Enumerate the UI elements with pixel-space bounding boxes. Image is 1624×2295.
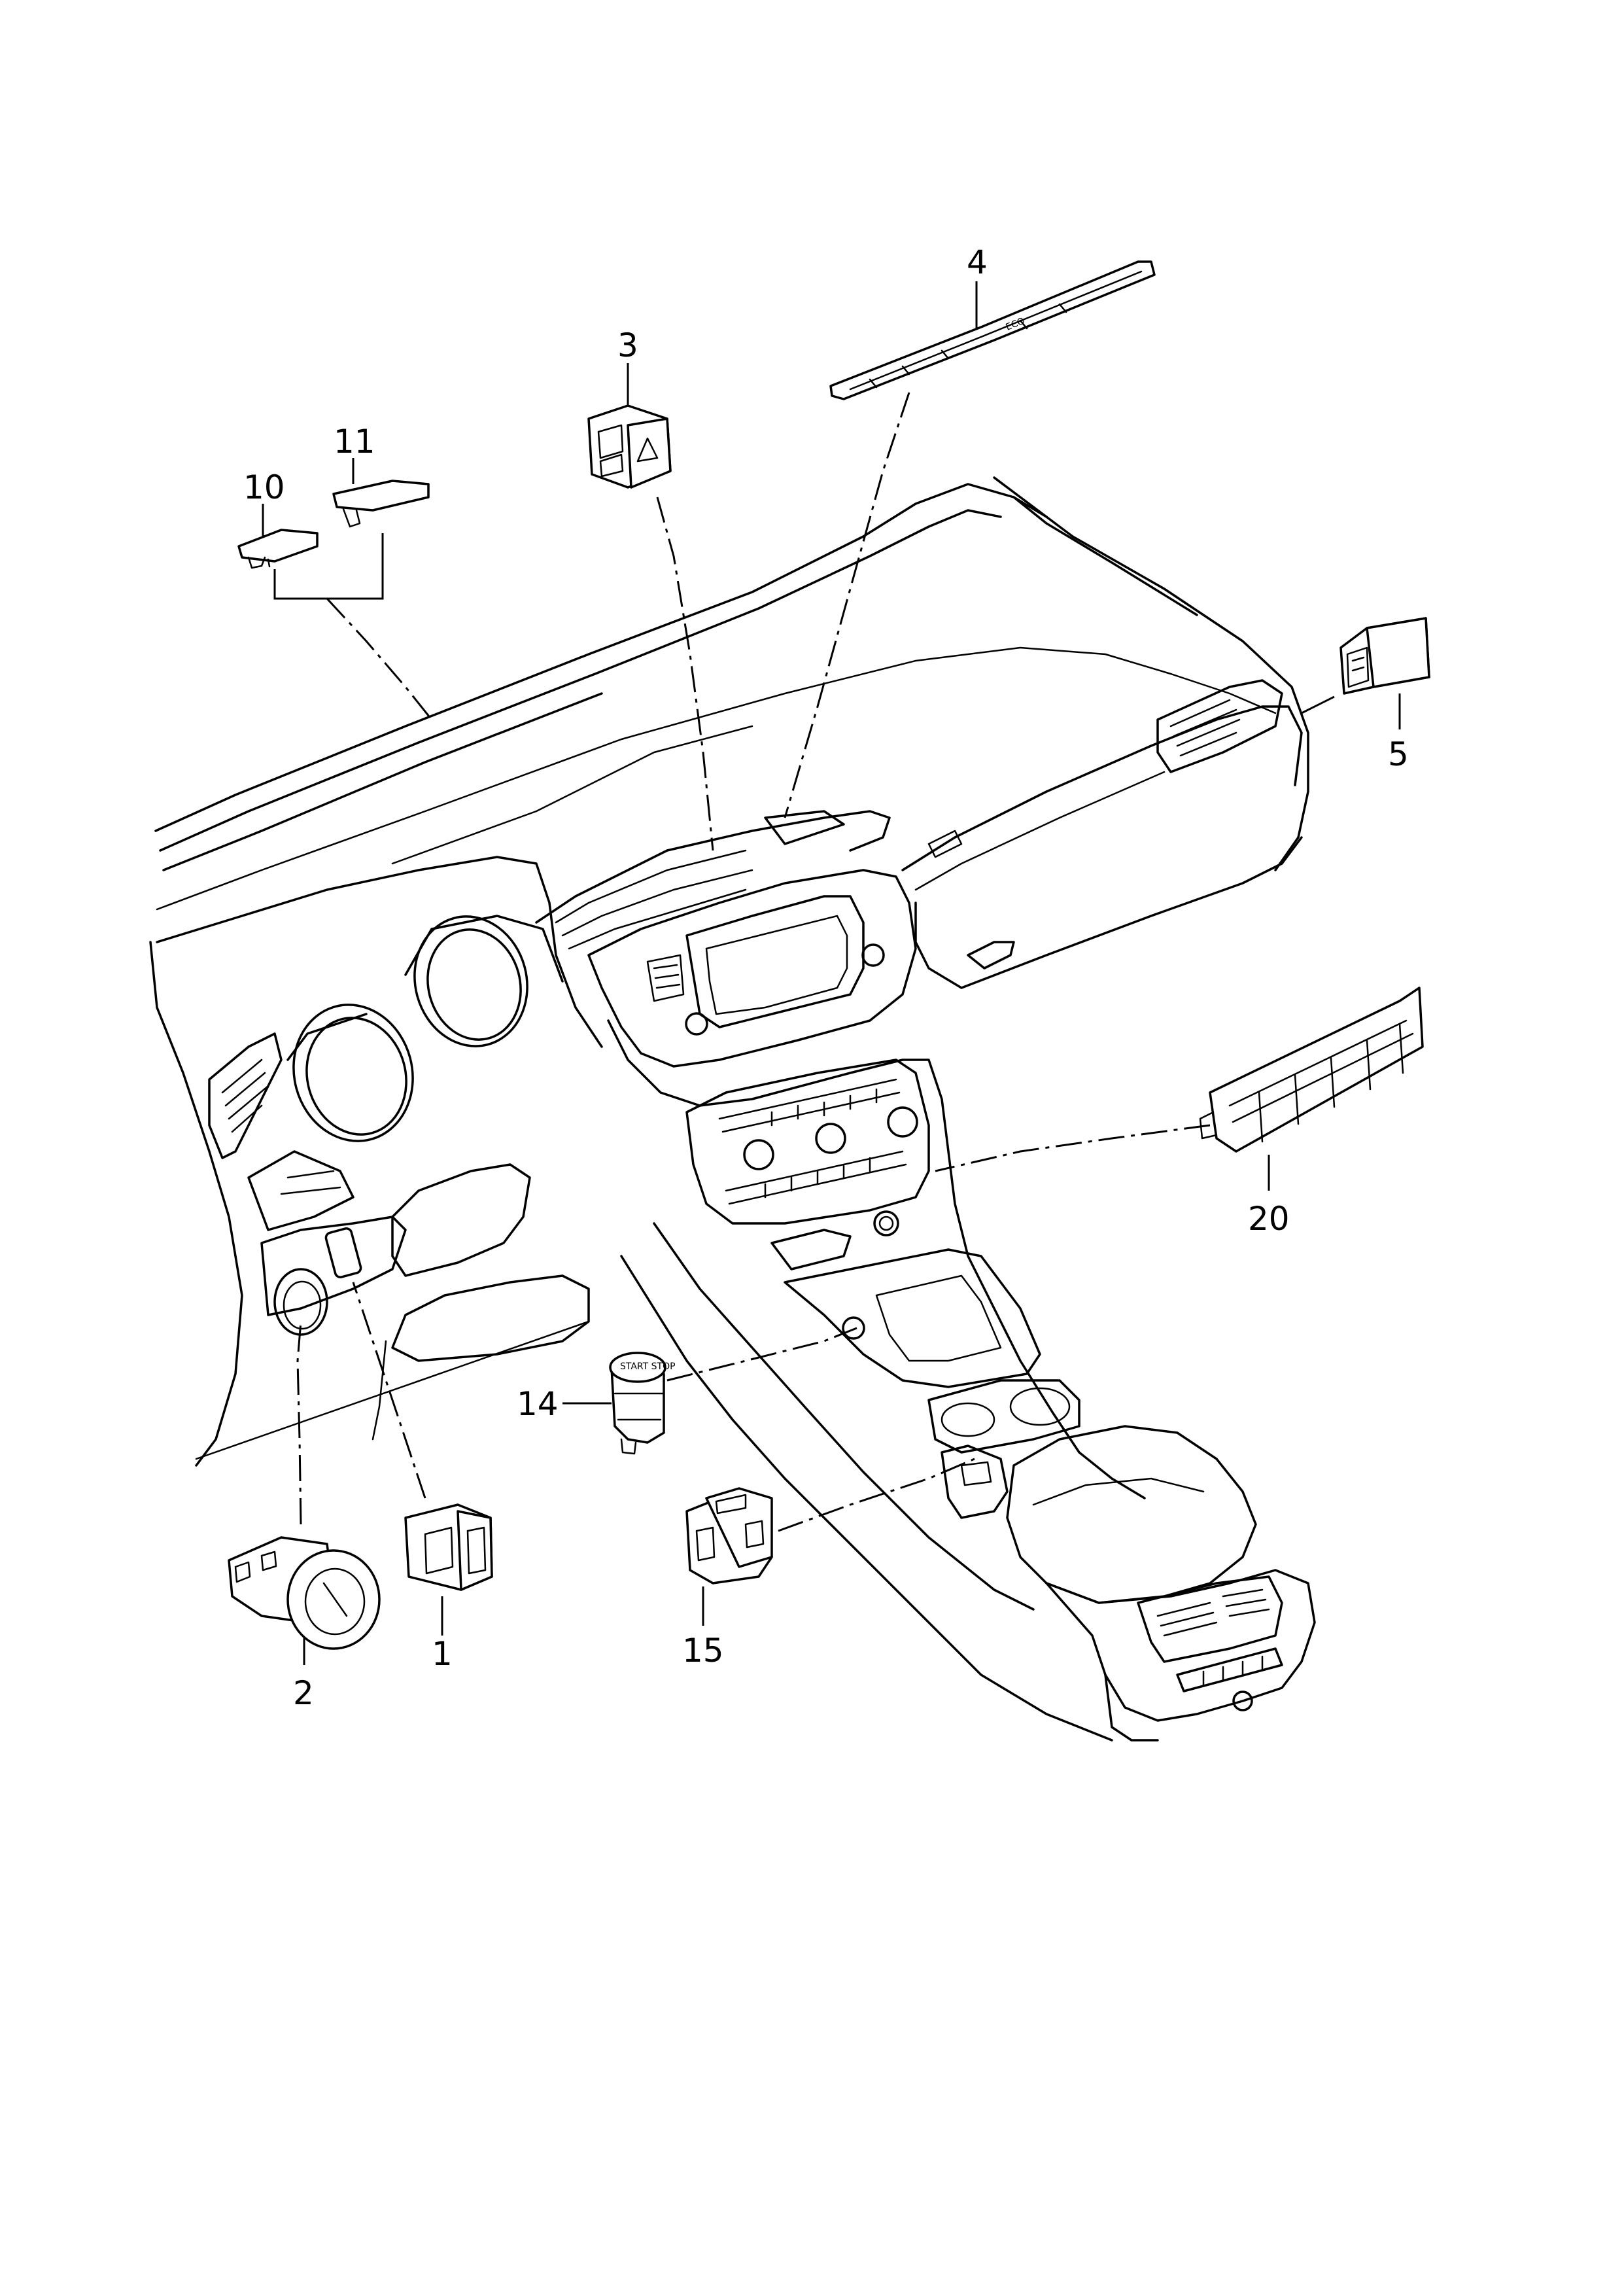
part-14-start-stop-button: START STOP: [609, 1352, 676, 1455]
callout-1: 1: [432, 1635, 453, 1673]
start-stop-text: START STOP: [620, 1361, 676, 1372]
callout-3: 3: [617, 326, 638, 364]
callout-11: 11: [334, 423, 375, 461]
leader-lines: [262, 281, 1401, 1665]
callout-14: 14: [517, 1385, 559, 1423]
part-4-trim-strip: ECO: [829, 260, 1156, 400]
callout-5: 5: [1388, 735, 1409, 773]
part-2-light-switch: [228, 1536, 381, 1650]
callout-15: 15: [682, 1632, 724, 1670]
callout-2: 2: [293, 1674, 314, 1712]
part-15-epb-switch: [685, 1487, 773, 1585]
part-10-cover: [237, 529, 319, 569]
callout-20: 20: [1248, 1200, 1290, 1238]
part-11-cover: [332, 480, 430, 528]
callout-4: 4: [967, 243, 988, 281]
part-3-hazard-switch: [587, 404, 672, 489]
callout-10: 10: [243, 468, 285, 506]
part-20-switch-bank: [1199, 987, 1424, 1153]
callout-numbers: 1 2 3 4 5 10 11 14 15 20: [243, 243, 1409, 1712]
part-5-module: [1339, 617, 1430, 695]
dashboard-assembly: [149, 476, 1316, 1742]
part-1-switch: [404, 1503, 493, 1591]
